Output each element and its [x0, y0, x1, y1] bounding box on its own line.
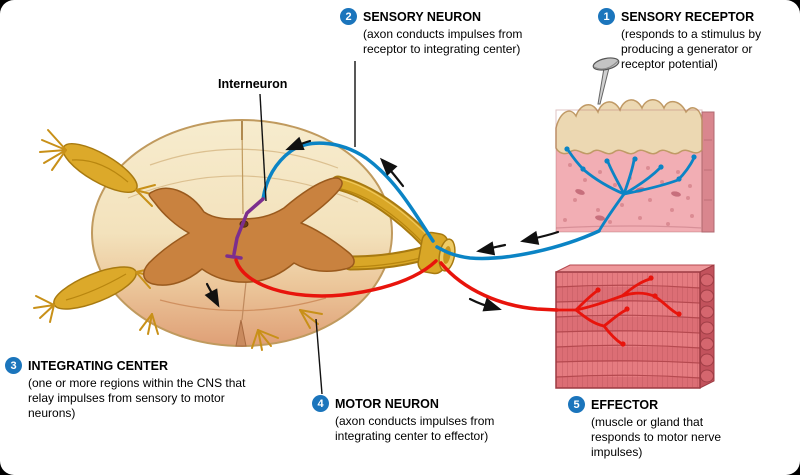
free-nerve-endings [566, 148, 696, 233]
direction-arrows [204, 136, 560, 312]
step-3-title: INTEGRATING CENTER [28, 358, 169, 373]
label-pointer-lines [259, 61, 356, 395]
motor-end-plates [595, 275, 682, 347]
skin-receptor-illustration [555, 57, 715, 233]
step-2-title: SENSORY NEURON [363, 9, 482, 24]
step-4-badge: 4 [312, 395, 329, 412]
step-effector: 5 EFFECTOR (muscle or gland that respond… [568, 396, 725, 460]
sensory-neuron-path [261, 141, 601, 261]
motor-end-branches [555, 277, 680, 346]
interneuron-path [225, 197, 265, 260]
dorsal-root [330, 175, 435, 249]
step-3-description: (one or more regions within the CNS that… [28, 376, 246, 420]
step-3-badge: 3 [5, 357, 22, 374]
step-2-description: (axon conducts impulses from receptor to… [363, 27, 523, 56]
muscle-effector-illustration [555, 264, 715, 389]
gray-matter [143, 177, 355, 286]
dorsal-root-ganglion-upper [39, 129, 159, 207]
step-1-description: (responds to a stimulus by producing a g… [621, 27, 762, 71]
step-2-badge: 2 [340, 8, 357, 25]
step-1-title: SENSORY RECEPTOR [621, 9, 755, 24]
anterior-median-fissure [235, 319, 247, 347]
step-5-badge: 5 [568, 396, 585, 413]
step-5-title: EFFECTOR [591, 397, 659, 412]
step-sensory-receptor: 1 SENSORY RECEPTOR (responds to a stimul… [598, 8, 773, 72]
step-sensory-neuron: 2 SENSORY NEURON (axon conducts impulses… [340, 8, 559, 57]
muscle-fiber-lines [555, 284, 701, 379]
step-5-description: (muscle or gland that responds to motor … [591, 415, 722, 459]
step-4-title: MOTOR NEURON [335, 396, 439, 411]
step-motor-neuron: 4 MOTOR NEURON (axon conducts impulses f… [312, 395, 531, 444]
motor-neuron-path [234, 258, 559, 312]
step-integrating-center: 3 INTEGRATING CENTER (one or more region… [5, 357, 253, 421]
interneuron-label: Interneuron [218, 77, 288, 91]
nerve-ending-dots [564, 146, 697, 182]
epidermis-layer [555, 99, 703, 155]
pin-icon [592, 57, 620, 105]
step-4-description: (axon conducts impulses from integrating… [335, 414, 495, 443]
step-1-badge: 1 [598, 8, 615, 25]
ventral-rootlets [139, 309, 323, 351]
dermis-texture [563, 163, 694, 226]
